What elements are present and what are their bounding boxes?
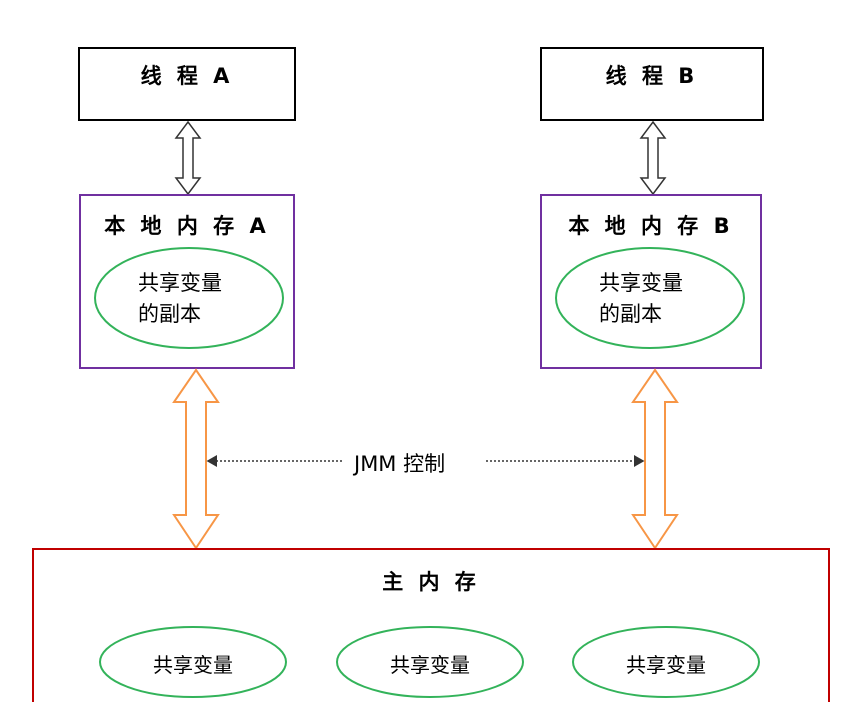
shared-var-ellipse-3 bbox=[572, 626, 760, 698]
local-copy-a-text: 共享变量 的副本 bbox=[138, 268, 222, 330]
local-copy-a-ellipse bbox=[94, 247, 284, 349]
shared-var-label-2: 共享变量 bbox=[390, 653, 470, 677]
thread-b-title: 线 程 B bbox=[605, 64, 699, 88]
local-memory-b-title: 本 地 内 存 B bbox=[568, 214, 734, 238]
jmm-control-label: JMM 控制 bbox=[348, 448, 452, 478]
thread-a-title: 线 程 A bbox=[140, 64, 234, 88]
local-copy-a-line2: 的副本 bbox=[138, 302, 201, 326]
thread-a-double-arrow bbox=[174, 120, 202, 196]
shared-var-ellipse-1 bbox=[99, 626, 287, 698]
thread-b-box bbox=[540, 47, 764, 121]
local-copy-b-line2: 的副本 bbox=[599, 302, 662, 326]
local-copy-b-line1: 共享变量 bbox=[599, 271, 683, 295]
local-copy-b-text: 共享变量 的副本 bbox=[599, 268, 683, 330]
main-memory-title: 主 内 存 bbox=[382, 570, 480, 594]
shared-var-label-3: 共享变量 bbox=[626, 653, 706, 677]
local-copy-a-line1: 共享变量 bbox=[138, 271, 222, 295]
shared-var-ellipse-2 bbox=[336, 626, 524, 698]
thread-a-box bbox=[78, 47, 296, 121]
local-copy-b-ellipse bbox=[555, 247, 745, 349]
local-a-main-orange-arrow bbox=[172, 368, 220, 550]
thread-b-double-arrow bbox=[639, 120, 667, 196]
shared-var-label-1: 共享变量 bbox=[153, 653, 233, 677]
local-b-main-orange-arrow bbox=[631, 368, 679, 550]
local-memory-a-title: 本 地 内 存 A bbox=[104, 214, 270, 238]
